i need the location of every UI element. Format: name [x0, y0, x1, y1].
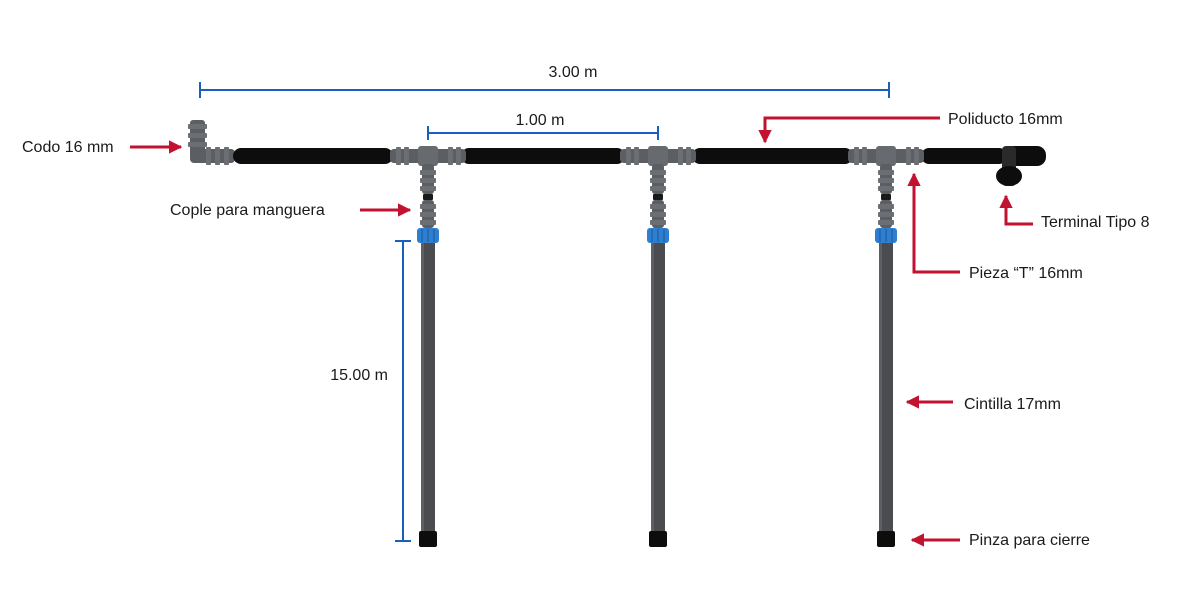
- closing-clamp-label: Pinza para cierre: [969, 532, 1090, 549]
- tee-barb: [854, 147, 859, 165]
- coupler-ridge: [427, 229, 429, 242]
- polyduct-label: Poliducto 16mm: [948, 111, 1063, 128]
- coupler-barb: [878, 220, 894, 225]
- tee-stem-barb: [420, 178, 436, 183]
- tee-barb: [914, 147, 919, 165]
- coupler-barb: [650, 212, 666, 217]
- hose-coupler-label: Cople para manguera: [170, 202, 325, 219]
- tee-stem-barb: [878, 186, 894, 191]
- dimension-tape-label: 15.00 m: [330, 367, 388, 384]
- tee-stem-barb: [878, 178, 894, 183]
- tee-barb: [678, 147, 683, 165]
- tee-center: [648, 146, 668, 166]
- tee-barb: [906, 147, 911, 165]
- coupler-ridge: [657, 229, 659, 242]
- coupler-barb: [878, 204, 894, 209]
- drip-tape-highlight: [879, 243, 882, 533]
- dimension-segment: [427, 126, 659, 140]
- tee-stem-barb: [420, 186, 436, 191]
- drip-tape: [421, 243, 435, 533]
- coupler-barb: [420, 220, 436, 225]
- drip-tape-label: Cintilla 17mm: [964, 396, 1061, 413]
- coupler-ridge: [891, 229, 893, 242]
- coupler-ridge: [433, 229, 435, 242]
- tee-barb: [686, 147, 691, 165]
- tee-barb: [626, 147, 631, 165]
- elbow-label: Codo 16 mm: [22, 139, 114, 156]
- tee-barb: [862, 147, 867, 165]
- closing-clamp: [649, 531, 667, 547]
- dimension-tape: [395, 240, 411, 542]
- terminal-arrow: [999, 194, 1033, 226]
- tee-barb: [396, 147, 401, 165]
- coupler-ridge: [885, 229, 887, 242]
- tee-center: [418, 146, 438, 166]
- tee-stem-barb: [420, 170, 436, 175]
- tee-center: [876, 146, 896, 166]
- tee-fitting: [848, 146, 924, 547]
- polyduct-arrow: [758, 116, 940, 144]
- coupler-ridge: [651, 229, 653, 242]
- tee-fitting: [390, 146, 466, 547]
- terminal-fitting: [996, 146, 1046, 186]
- closing-clamp: [419, 531, 437, 547]
- tee-ring: [881, 194, 891, 200]
- coupler-ridge: [421, 229, 423, 242]
- tee-stem-barb: [650, 178, 666, 183]
- tee-stem-barb: [650, 186, 666, 191]
- dimension-total: [199, 82, 890, 98]
- closing-clamp: [877, 531, 895, 547]
- elbow-fitting: [188, 120, 235, 165]
- polyduct-pipe: [233, 148, 1007, 164]
- tee-barb: [456, 147, 461, 165]
- tee-label: Pieza “T” 16mm: [969, 265, 1083, 282]
- dimension-total-label: 3.00 m: [549, 64, 598, 81]
- coupler-barb: [420, 212, 436, 217]
- tee-barb: [404, 147, 409, 165]
- terminal-label: Terminal Tipo 8: [1041, 214, 1150, 231]
- dimension-segment-label: 1.00 m: [516, 112, 565, 129]
- tee-stem-barb: [650, 170, 666, 175]
- tee-ring: [423, 194, 433, 200]
- coupler-barb: [650, 204, 666, 209]
- tee-fitting: [620, 146, 696, 547]
- coupler-barb: [650, 220, 666, 225]
- coupler-ridge: [663, 229, 665, 242]
- tee-ring: [653, 194, 663, 200]
- tee-barb: [634, 147, 639, 165]
- coupler-barb: [878, 212, 894, 217]
- drip-tape: [651, 243, 665, 533]
- coupler-barb: [420, 204, 436, 209]
- drip-tape-highlight: [421, 243, 424, 533]
- drip-tape: [879, 243, 893, 533]
- tee-barb: [448, 147, 453, 165]
- coupler-ridge: [879, 229, 881, 242]
- tee-stem-barb: [878, 170, 894, 175]
- drip-tape-highlight: [651, 243, 654, 533]
- tee-arrow: [907, 172, 960, 274]
